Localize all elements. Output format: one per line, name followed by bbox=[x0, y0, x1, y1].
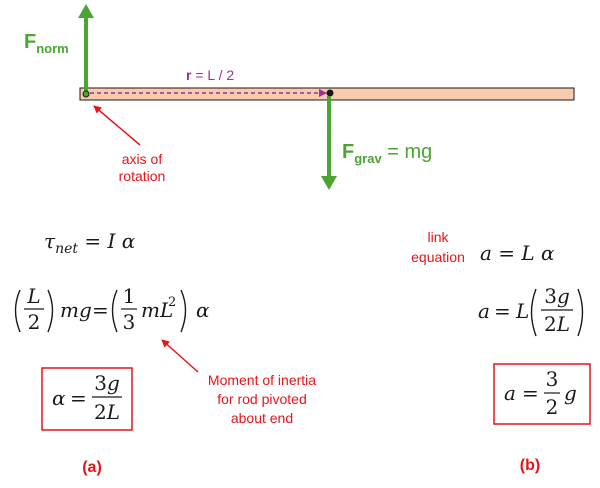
svg-text:L: L bbox=[515, 299, 529, 323]
acceleration-expanded-equation: a = L 3g 2L bbox=[478, 284, 584, 337]
acceleration-result-box bbox=[493, 363, 591, 425]
link-note-line-2: equation bbox=[411, 249, 465, 265]
svg-text:2: 2 bbox=[28, 310, 41, 334]
alpha-result-equation: α = 3g 2L bbox=[52, 371, 122, 424]
svg-text:2: 2 bbox=[546, 395, 559, 419]
svg-text:=: = bbox=[494, 299, 511, 323]
gravity-force-arrow bbox=[321, 96, 337, 190]
svg-text:L: L bbox=[26, 284, 40, 308]
link-equation: a = L α bbox=[480, 241, 555, 265]
gravity-force-label: Fgrav = mg bbox=[342, 141, 432, 166]
svg-text:2L: 2L bbox=[94, 400, 120, 424]
inertia-pointer-arrow bbox=[161, 339, 199, 373]
svg-text:α: α bbox=[196, 298, 210, 322]
axis-pointer-arrow bbox=[93, 105, 141, 146]
svg-text:2: 2 bbox=[168, 295, 176, 310]
axis-label-line-1: axis of bbox=[122, 151, 163, 167]
link-note-line-1: link bbox=[427, 229, 449, 245]
svg-text:g: g bbox=[564, 381, 577, 405]
normal-force-label: Fnorm bbox=[24, 31, 69, 56]
svg-text:mg: mg bbox=[60, 298, 92, 322]
torque-expanded-equation: L 2 mg = 1 3 mL 2 α bbox=[14, 284, 210, 334]
part-b-label: (b) bbox=[520, 457, 540, 474]
pivot-point bbox=[82, 90, 90, 98]
radius-label: r = L / 2 bbox=[186, 67, 234, 83]
acceleration-result-equation: a = 3 2 g bbox=[504, 367, 577, 419]
svg-text:=: = bbox=[92, 298, 109, 322]
svg-text:1: 1 bbox=[123, 284, 136, 308]
inertia-note-line-1: Moment of inertia bbox=[208, 372, 316, 388]
svg-text:mL: mL bbox=[141, 298, 173, 322]
svg-text:3: 3 bbox=[546, 367, 559, 391]
alpha-result-box bbox=[41, 367, 133, 431]
svg-text:=: = bbox=[522, 381, 539, 405]
svg-text:3: 3 bbox=[123, 310, 136, 334]
svg-text:2L: 2L bbox=[544, 312, 570, 336]
inertia-note-line-2: for rod pivoted bbox=[217, 391, 307, 407]
svg-text:a: a bbox=[478, 299, 490, 323]
center-of-mass-point bbox=[326, 89, 334, 97]
svg-text:a: a bbox=[504, 381, 516, 405]
torque-equation: τnet = I α bbox=[44, 229, 136, 257]
axis-label-line-2: rotation bbox=[119, 168, 166, 184]
svg-text:3g: 3g bbox=[544, 284, 570, 308]
normal-force-arrow bbox=[78, 4, 94, 94]
inertia-note-line-3: about end bbox=[231, 410, 293, 426]
svg-text:α: α bbox=[52, 386, 66, 410]
part-a-label: (a) bbox=[82, 459, 102, 476]
svg-text:3g: 3g bbox=[94, 371, 120, 395]
svg-text:=: = bbox=[70, 386, 87, 410]
